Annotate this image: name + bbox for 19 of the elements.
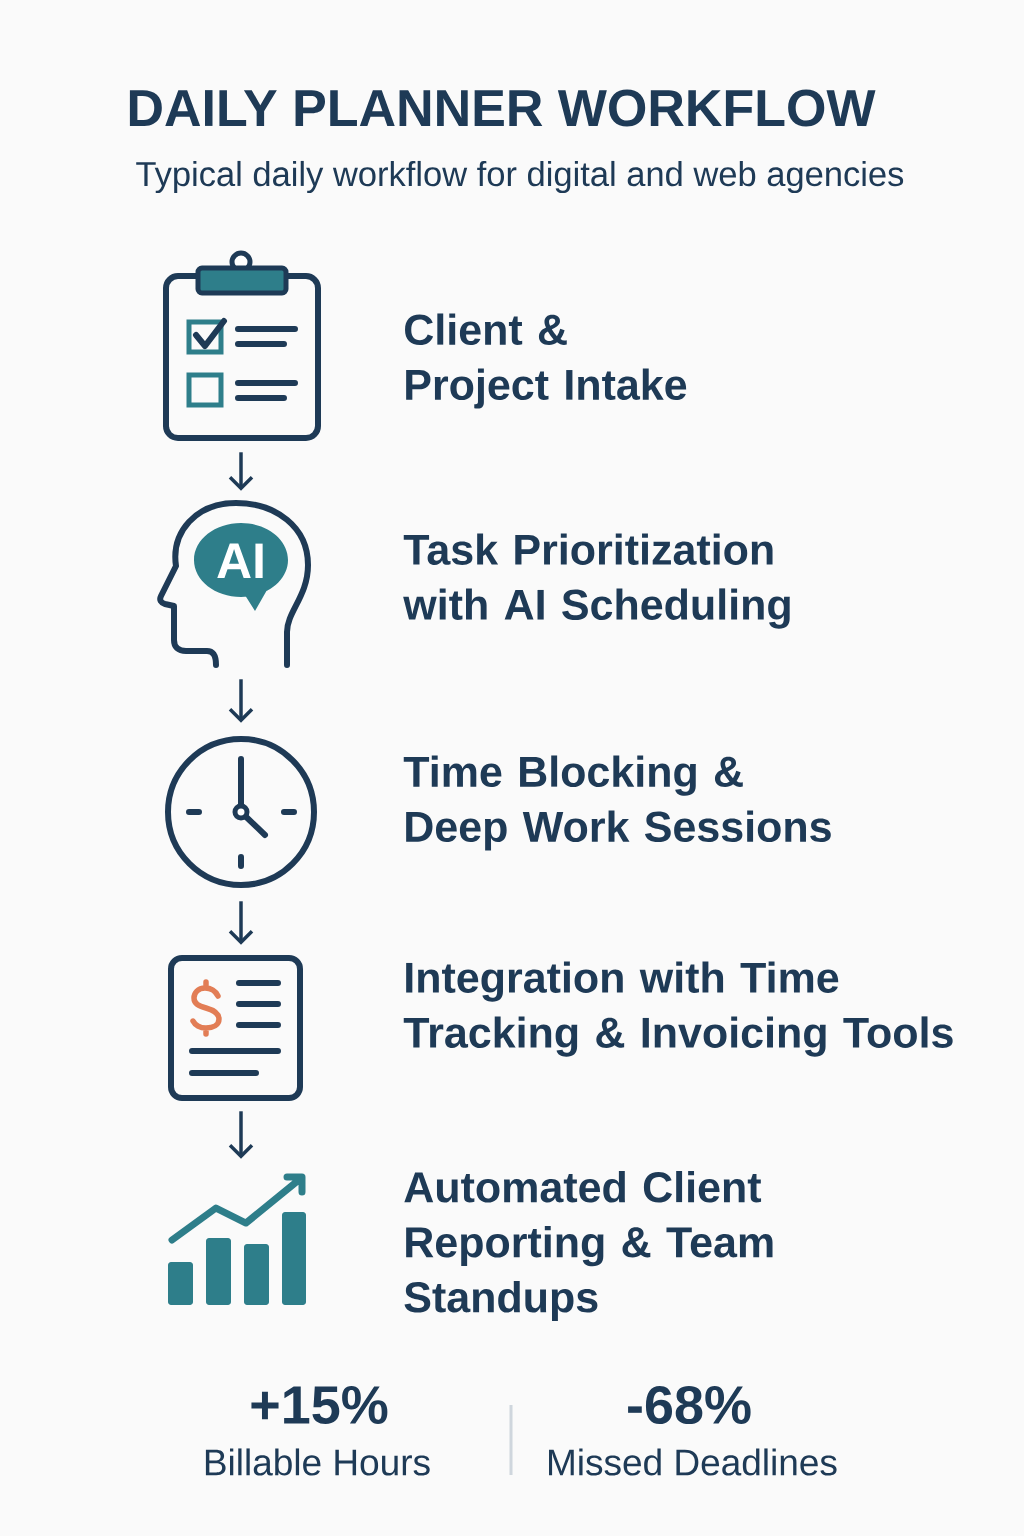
arrow (228, 679, 254, 723)
step-title: Client & Project Intake (405, 313, 687, 409)
arrow (228, 452, 254, 491)
stat-value: -68% (628, 1385, 751, 1425)
stat-value: +15% (251, 1385, 388, 1425)
step-title: Time Blocking & Deep Work Sessions (403, 755, 831, 851)
arrow (228, 1111, 254, 1159)
step-title: Integration with Time Tracking & Invoicing Tools (403, 961, 953, 1057)
arrow (228, 901, 254, 945)
title: DAILY PLANNER WORKFLOW (129, 89, 876, 127)
step-title: Task Prioritization with AI Scheduling (403, 533, 790, 629)
subtitle: Typical daily workflow for digital and web agencies (136, 160, 904, 194)
clipboard-icon (163, 250, 321, 441)
bar-chart-icon (168, 1173, 306, 1305)
stat-label: Missed Deadlines (549, 1448, 837, 1476)
clock-icon (165, 736, 317, 888)
stat-label: Billable Hours (205, 1448, 430, 1476)
invoice-icon (168, 955, 303, 1101)
step-title: Automated Client Reporting & Team Standups (404, 1170, 773, 1322)
